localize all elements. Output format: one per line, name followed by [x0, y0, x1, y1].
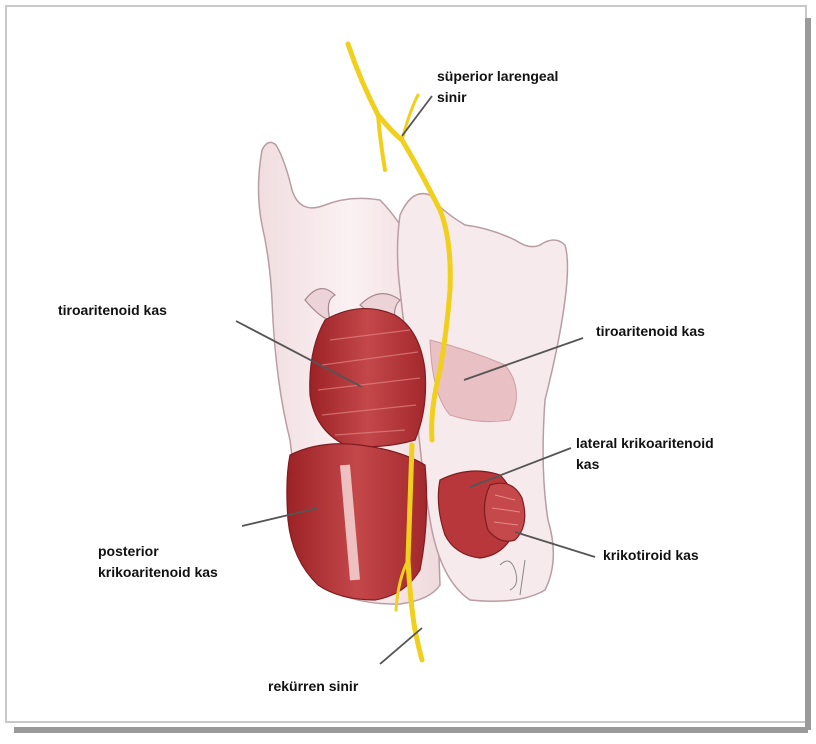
- label-posterior-cricoarytenoid: posterior krikoaritenoid kas: [98, 541, 218, 583]
- label-thyroarytenoid-right: tiroaritenoid kas: [596, 321, 705, 342]
- leader-line-superior-nerve: [402, 96, 432, 136]
- label-cricothyroid: krikotiroid kas: [603, 545, 699, 566]
- leader-line-recurrent-nerve: [380, 628, 422, 664]
- label-recurrent-nerve: rekürren sinir: [268, 676, 358, 697]
- label-superior-laryngeal-nerve: süperior larengeal sinir: [437, 66, 558, 108]
- label-thyroarytenoid-left: tiroaritenoid kas: [58, 300, 167, 321]
- thyroarytenoid-muscle-left: [310, 309, 426, 447]
- label-lateral-cricoarytenoid: lateral krikoaritenoid kas: [576, 433, 714, 475]
